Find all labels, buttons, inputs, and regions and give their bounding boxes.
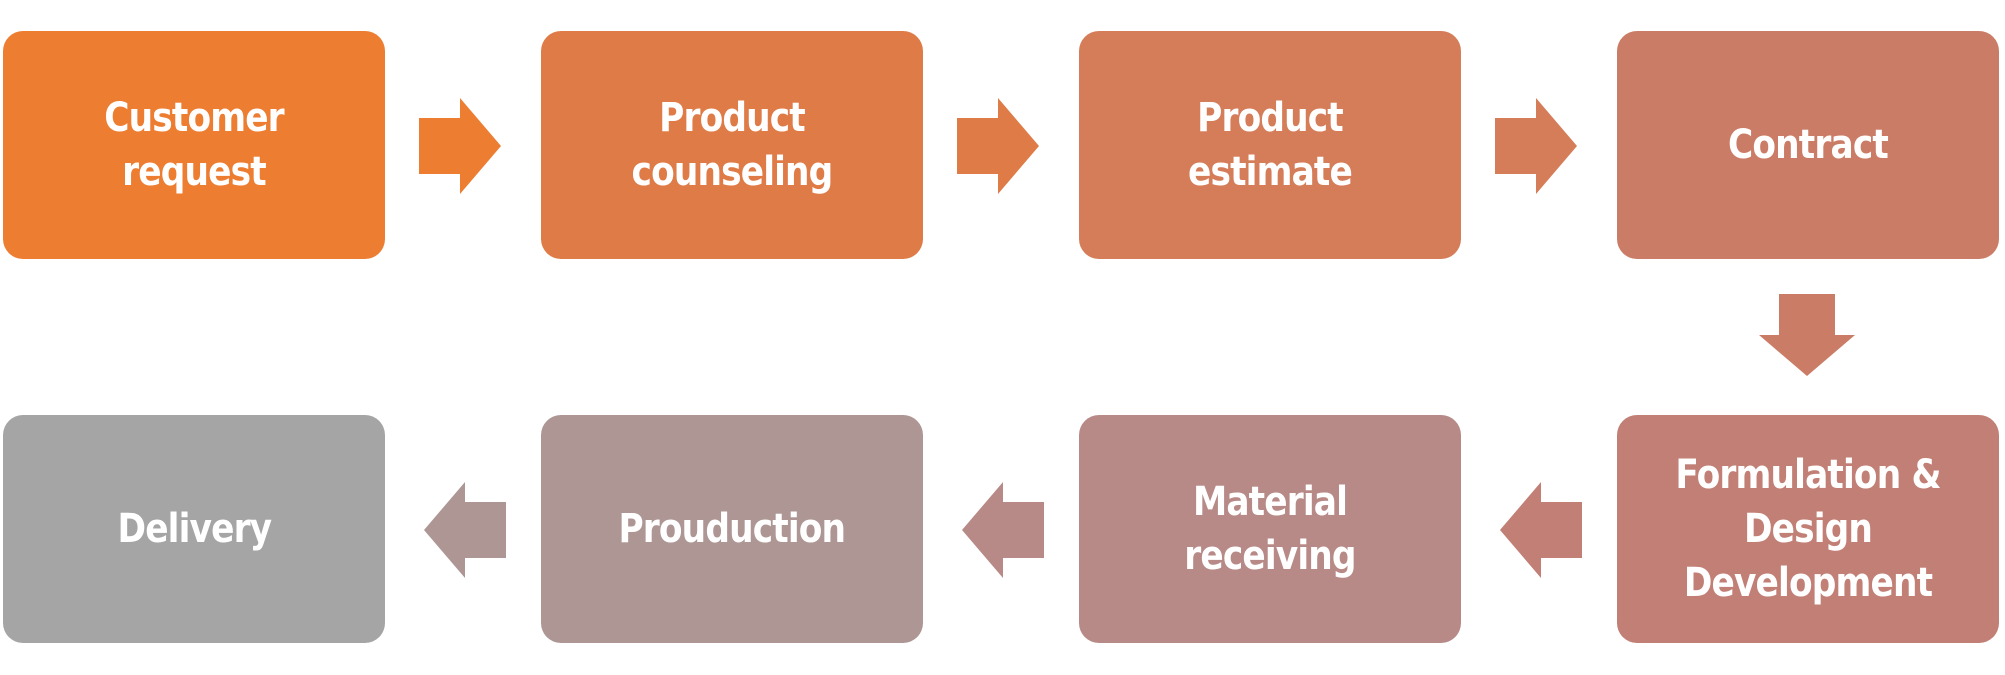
step-label: Prouduction [618, 506, 847, 552]
arrow-left-icon [424, 482, 506, 578]
step-label: Product estimate [1187, 95, 1353, 195]
arrow-right-icon [1495, 98, 1577, 194]
step-label: Customer request [104, 95, 284, 195]
arrow-right-icon [957, 98, 1039, 194]
arrow-left-icon [962, 482, 1044, 578]
step-label: Material receiving [1184, 479, 1356, 579]
step-customer-request: Customer request [3, 31, 385, 259]
step-product-counseling: Product counseling [541, 31, 923, 259]
step-label: Contract [1728, 122, 1889, 168]
arrow-right-icon [419, 98, 501, 194]
step-contract: Contract [1617, 31, 1999, 259]
step-material-receiving: Material receiving [1079, 415, 1461, 643]
step-formulation-design-development: Formulation & Design Development [1617, 415, 1999, 643]
step-delivery: Delivery [3, 415, 385, 643]
arrow-left-icon [1500, 482, 1582, 578]
step-label: Formulation & Design Development [1675, 452, 1941, 606]
step-product-estimate: Product estimate [1079, 31, 1461, 259]
step-production: Prouduction [541, 415, 923, 643]
step-label: Product counseling [631, 95, 834, 195]
arrow-down-icon [1759, 294, 1855, 376]
step-label: Delivery [117, 506, 272, 552]
